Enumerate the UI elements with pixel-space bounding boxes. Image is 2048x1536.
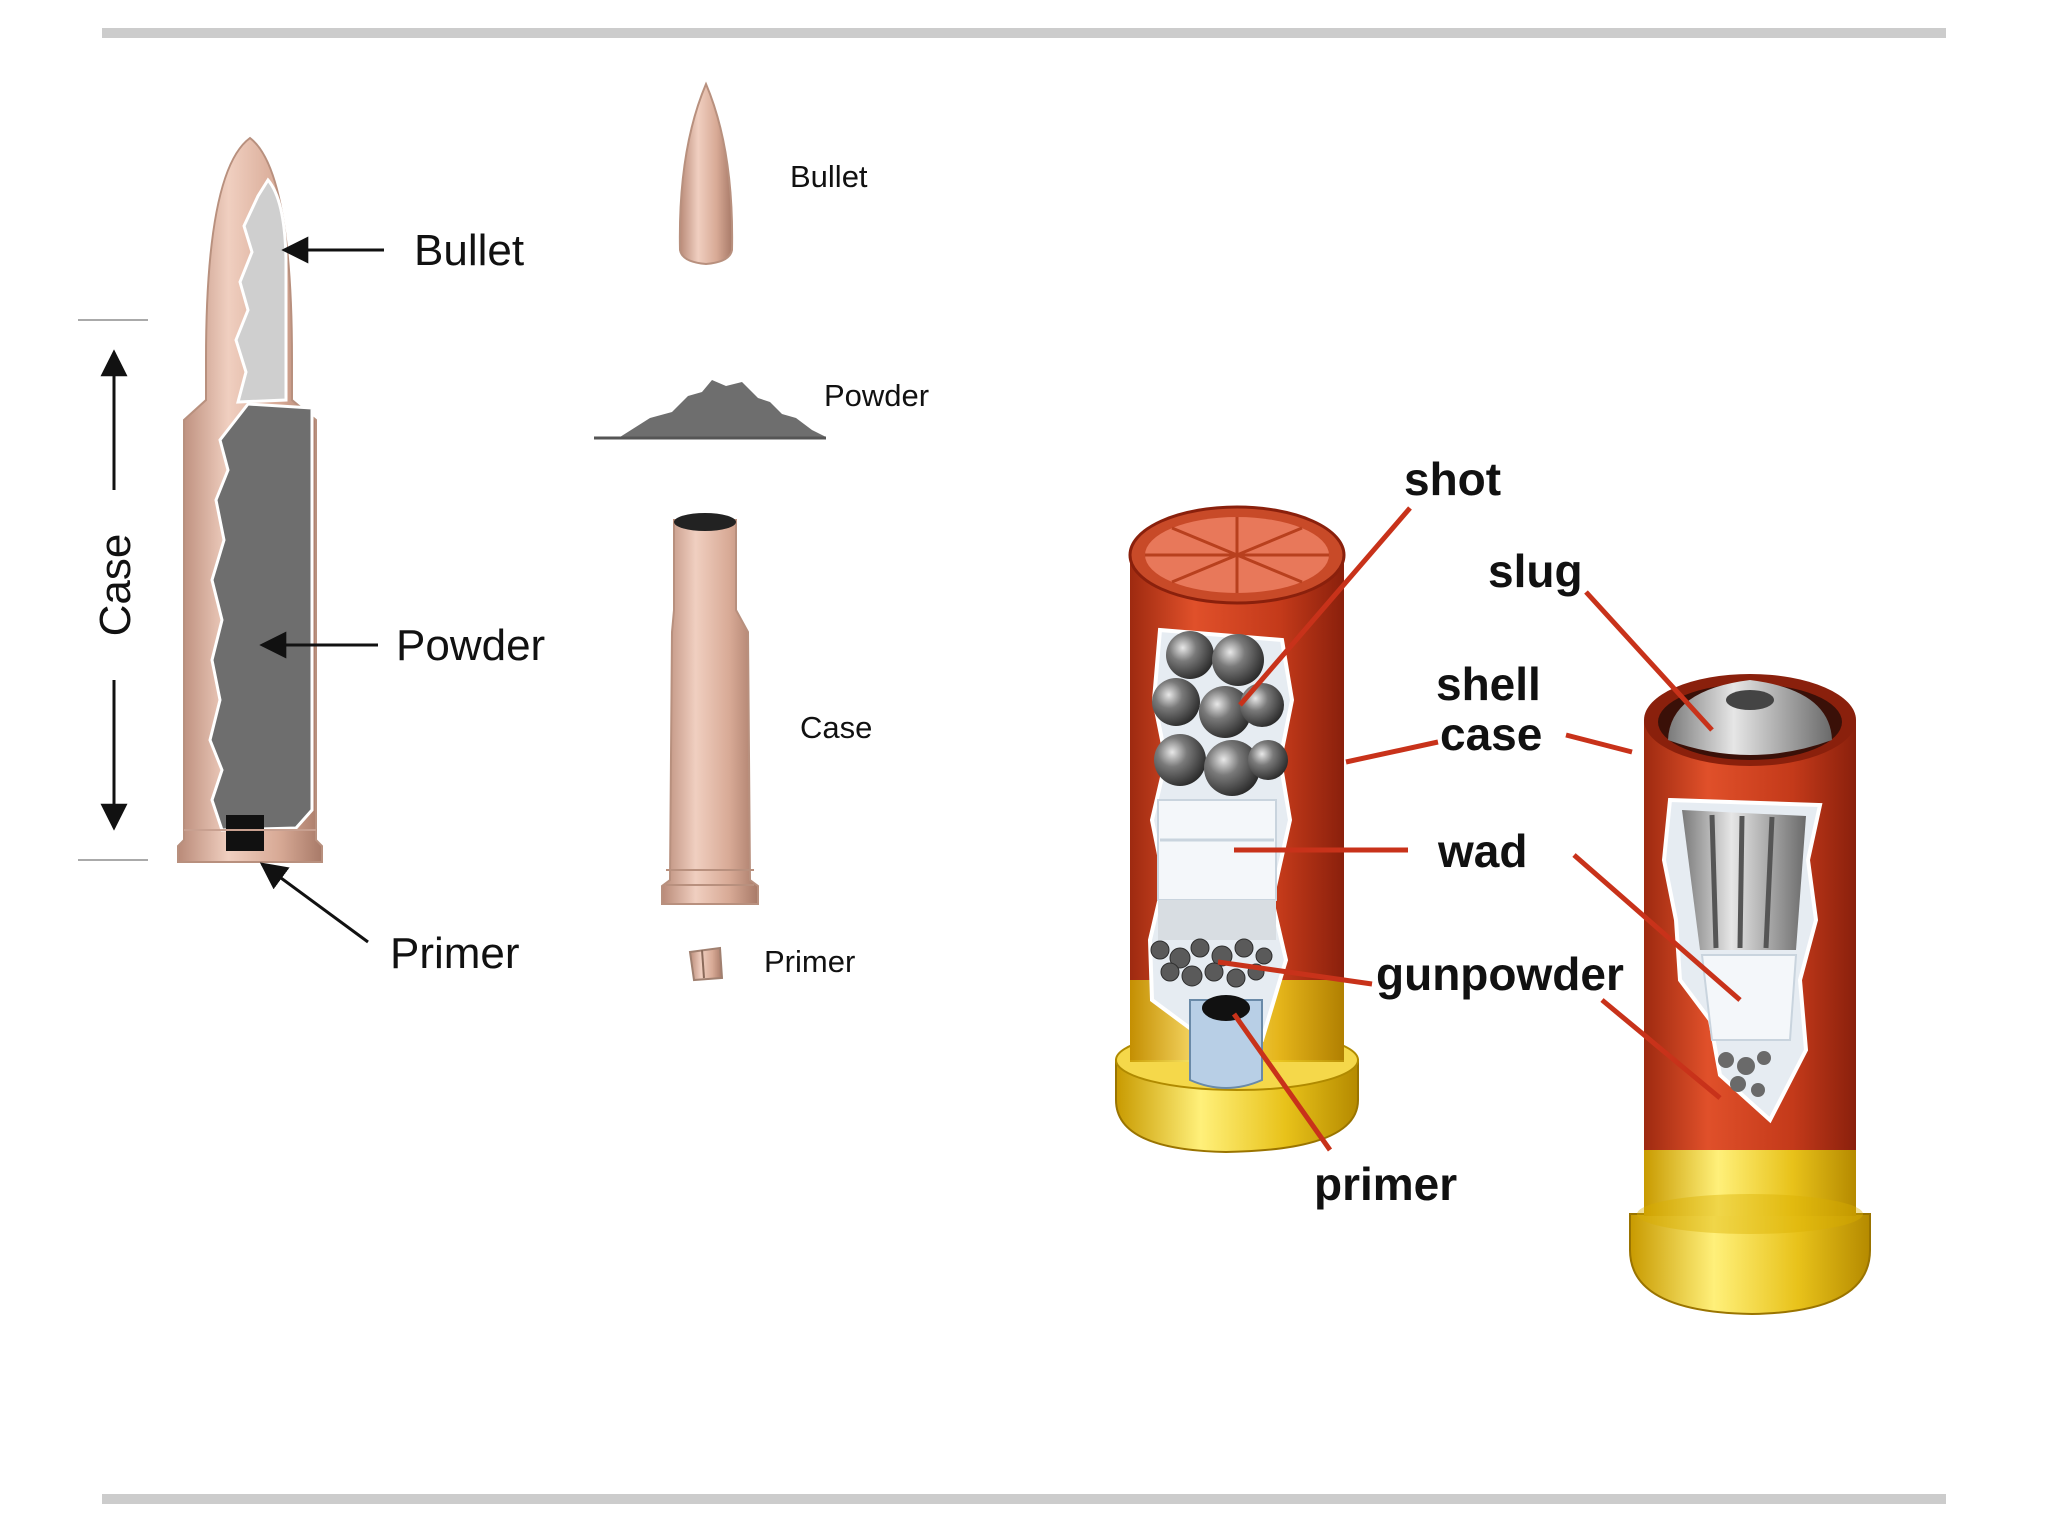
top-rule <box>102 28 1946 38</box>
assembled-cartridge <box>177 136 323 863</box>
exploded-case <box>661 513 759 905</box>
gunpowder-leader-left <box>1217 959 1373 987</box>
label-case-exploded: Case <box>800 710 872 745</box>
label-primer-shell: primer <box>1314 1158 1457 1210</box>
label-powder-assembled: Powder <box>396 621 545 670</box>
bottom-rule <box>102 1494 1946 1504</box>
label-primer-assembled: Primer <box>390 929 520 978</box>
primer-block <box>226 815 264 851</box>
exploded-bullet <box>678 81 734 266</box>
label-slug: slug <box>1488 545 1583 597</box>
shell-case-leader-right <box>1565 732 1633 755</box>
label-shot: shot <box>1404 453 1501 505</box>
label-primer-exploded: Primer <box>764 944 855 979</box>
label-bullet-exploded: Bullet <box>790 159 868 194</box>
shot-shell <box>1115 505 1359 1154</box>
exploded-primer <box>688 946 724 982</box>
label-bullet-assembled: Bullet <box>414 226 524 275</box>
label-case: case <box>1440 708 1542 760</box>
label-powder-exploded: Powder <box>824 378 929 413</box>
powder-fill <box>208 402 314 832</box>
shell-leader-lines <box>1217 506 1742 1152</box>
slug-shell-gunpowder <box>1718 1051 1771 1097</box>
primer-leader-arrow <box>259 862 369 944</box>
slug-leader <box>1584 590 1714 732</box>
case-dimension: Case <box>78 319 148 861</box>
shell-case-leader-left <box>1345 739 1439 765</box>
label-shell: shell <box>1436 658 1541 710</box>
gunpowder-leader-right <box>1600 998 1722 1100</box>
slug-shell <box>1629 674 1871 1316</box>
label-gunpowder: gunpowder <box>1376 948 1624 1000</box>
case-dimension-label: Case <box>91 534 140 637</box>
primer-leader-shell <box>1231 1012 1333 1152</box>
wad-leader-slug <box>1572 853 1742 1002</box>
label-wad: wad <box>1437 825 1527 877</box>
shot-leader <box>1238 506 1412 707</box>
exploded-powder <box>594 380 826 440</box>
